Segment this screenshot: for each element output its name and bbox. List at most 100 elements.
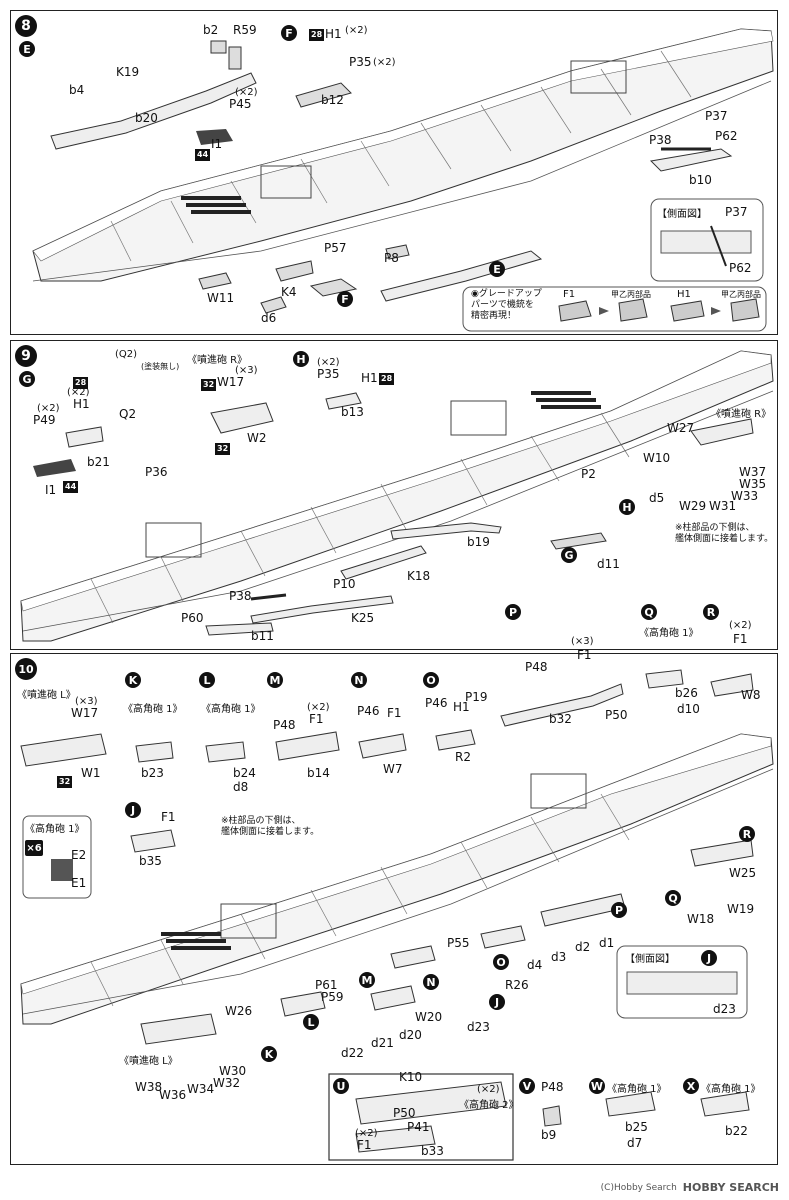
part-b32: b32	[549, 712, 572, 726]
step10-deck-drawing	[20, 669, 774, 1161]
part-p45: P45	[229, 97, 252, 111]
part-d1: d1	[599, 936, 615, 950]
footer-credit: (C)Hobby Search	[600, 1182, 677, 1193]
side-part-p37: P37	[725, 205, 748, 219]
part-w8: W8	[741, 688, 761, 702]
step10-panel: 10 《噴進砲 L》 (×3) W17 W1 32 K 《高角砲 1》 b23 …	[10, 604, 778, 1165]
part-p8: P8	[384, 251, 399, 265]
callout-k: K	[125, 672, 141, 688]
side-view-title: 【側面図】	[657, 209, 707, 220]
callout-v: V	[519, 1078, 535, 1094]
part-b25: b25	[625, 1120, 648, 1134]
callout-e: E	[19, 41, 35, 57]
callout-m-target: M	[359, 972, 375, 988]
part-w20: W20	[415, 1010, 443, 1024]
qty-h1: (×2)	[67, 387, 90, 398]
part-w2: W2	[247, 431, 267, 445]
step9-deck-drawing	[20, 350, 774, 642]
part-f1-m: F1	[309, 712, 324, 726]
aa2-title: 《高角砲 2》	[459, 1100, 519, 1111]
callout-q-target: Q	[665, 890, 681, 906]
part-p59: P59	[321, 990, 344, 1004]
part-b2: b2	[203, 23, 219, 37]
rocket-r-title: 《噴進砲 R》	[187, 355, 248, 366]
callout-l: L	[199, 672, 215, 688]
rocket-l-title-2: 《噴進砲 L》	[119, 1056, 178, 1067]
part-p41: P41	[407, 1120, 430, 1134]
part-e2: E2	[71, 848, 87, 862]
part-p19: P19	[465, 690, 488, 704]
part-w17: W17	[217, 375, 245, 389]
part-f1-u: F1	[357, 1138, 372, 1152]
part-p35: P35	[349, 55, 372, 69]
part-b23: b23	[141, 766, 164, 780]
qty-f1-r: (×2)	[729, 620, 752, 631]
x-title: 《高角砲 1》	[701, 1084, 761, 1095]
qty-f1-u: (×2)	[355, 1128, 378, 1139]
paint-badge-44: 44	[63, 481, 79, 493]
part-i1: I1	[211, 137, 223, 151]
part-b22: b22	[725, 1124, 748, 1138]
part-f1-n: F1	[387, 706, 402, 720]
part-k19: K19	[116, 65, 140, 79]
side-part-d23: d23	[713, 1002, 736, 1016]
part-p38: P38	[229, 589, 252, 603]
callout-x: X	[683, 1078, 699, 1094]
step-number-9: 9	[15, 345, 37, 367]
callout-p-target: P	[611, 902, 627, 918]
part-p49: P49	[33, 413, 56, 427]
part-w30: W30	[219, 1064, 247, 1078]
part-b4: b4	[69, 83, 85, 97]
part-w27: W27	[667, 421, 695, 435]
part-f1-r: F1	[733, 632, 748, 646]
part-d21: d21	[371, 1036, 394, 1050]
part-w38: W38	[135, 1080, 163, 1094]
part-d7: d7	[627, 1136, 643, 1150]
part-w32: W32	[213, 1076, 241, 1090]
part-b21: b21	[87, 455, 110, 469]
part-w25: W25	[729, 866, 757, 880]
callout-e-target: E	[489, 261, 505, 277]
part-w36: W36	[159, 1088, 187, 1102]
part-w34: W34	[187, 1082, 215, 1096]
part-b19: b19	[467, 535, 490, 549]
part-d10: d10	[677, 702, 700, 716]
part-w29: W29	[679, 499, 707, 513]
q2-title: (Q2)	[115, 349, 138, 360]
footer: (C)Hobby Search HOBBY SEARCH	[601, 1181, 779, 1194]
rocket-l-title: 《噴進砲 L》	[17, 690, 76, 701]
upgrade-note: ◉グレードアップ パーツで機銃を 精密再現！	[471, 289, 542, 321]
part-d3: d3	[551, 950, 567, 964]
part-p38: P38	[649, 133, 672, 147]
qty-f1-m: (×2)	[307, 702, 330, 713]
callout-q: Q	[641, 604, 657, 620]
part-p55: P55	[447, 936, 470, 950]
callout-k-target: K	[261, 1046, 277, 1062]
part-p46-o: P46	[425, 696, 448, 710]
upgrade-f1-parts: 甲乙丙部品	[611, 290, 651, 299]
upgrade-h1: H1	[677, 289, 691, 300]
part-k25: K25	[351, 611, 375, 625]
part-k4: K4	[281, 285, 297, 299]
part-d2: d2	[575, 940, 591, 954]
part-b35: b35	[139, 854, 162, 868]
paint-badge-32-w1: 32	[57, 776, 73, 788]
aa1-title: 《高角砲 1》	[25, 824, 85, 835]
part-w7: W7	[383, 762, 403, 776]
part-w11: W11	[207, 291, 235, 305]
part-p10: P10	[333, 577, 356, 591]
part-p50-u: P50	[393, 1106, 416, 1120]
part-e1: E1	[71, 876, 87, 890]
callout-r: R	[703, 604, 719, 620]
k-title: 《高角砲 1》	[123, 704, 183, 715]
footer-logo: HOBBY SEARCH	[682, 1181, 779, 1194]
part-k18: K18	[407, 569, 431, 583]
part-p60: P60	[181, 611, 204, 625]
part-r59: R59	[233, 23, 257, 37]
part-p48-v: P48	[541, 1080, 564, 1094]
part-p62: P62	[715, 129, 738, 143]
callout-r-target: R	[739, 826, 755, 842]
pillar-note: ※柱部品の下側は、 艦体側面に接着します。	[221, 816, 320, 837]
qty-x6: ×6	[25, 840, 43, 856]
l-title: 《高角砲 1》	[201, 704, 261, 715]
